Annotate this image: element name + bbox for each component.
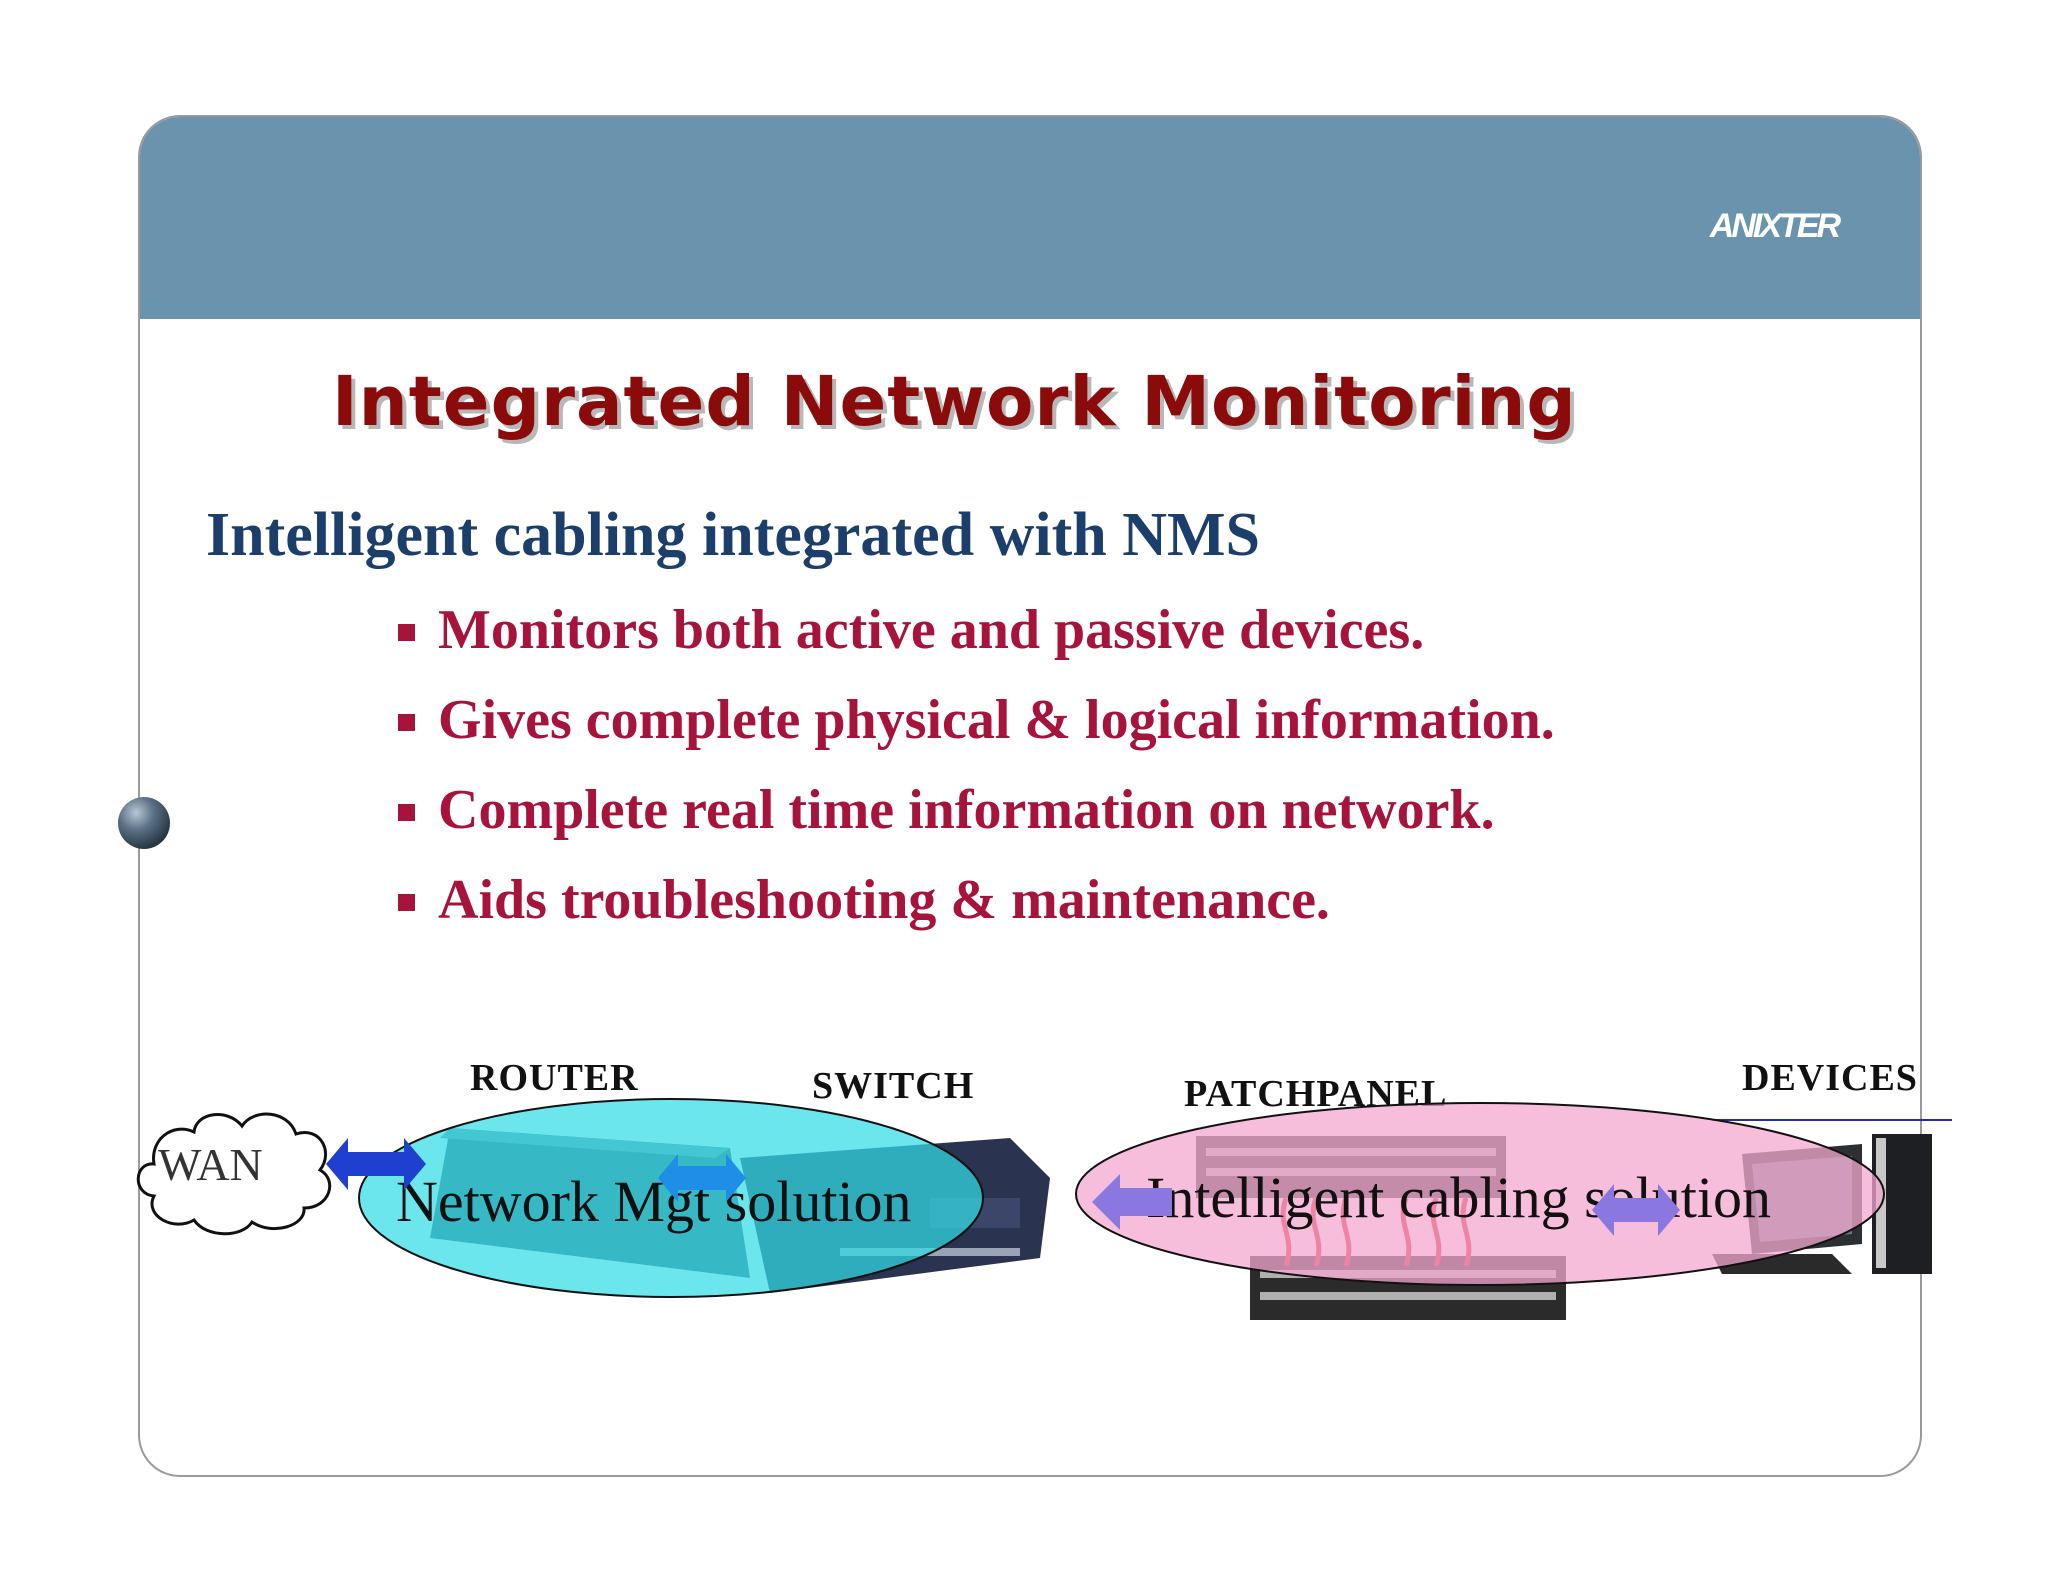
- anixter-logo: ANIXTER: [1709, 207, 1841, 245]
- nms-solution-label: Network Mgt solution: [396, 1169, 912, 1234]
- slide-title: Integrated Network Monitoring: [332, 362, 1577, 442]
- nms-ellipse: [358, 1098, 984, 1298]
- panel-devices-arrow-icon: [1592, 1184, 1680, 1236]
- bullet-text: Gives complete physical & logical inform…: [438, 689, 1555, 751]
- square-bullet-icon: [398, 714, 415, 731]
- bullet-text: Complete real time information on networ…: [438, 779, 1495, 841]
- devices-label: DEVICES: [1742, 1057, 1918, 1099]
- switch-panel-arrow-icon: [1092, 1174, 1172, 1230]
- switch-label: SWITCH: [812, 1065, 975, 1107]
- bullet-text: Monitors both active and passive devices…: [438, 599, 1425, 661]
- slide-subtitle: Intelligent cabling integrated with NMS: [206, 501, 1260, 569]
- router-switch-arrow-icon: [658, 1154, 746, 1202]
- square-bullet-icon: [398, 894, 415, 911]
- square-bullet-icon: [398, 624, 415, 641]
- globe-icon: [118, 797, 170, 849]
- header-band: ANIXTER: [140, 117, 1920, 319]
- wan-cloud-icon: [136, 1112, 332, 1236]
- bullet-text: Aids troubleshooting & maintenance.: [438, 869, 1330, 931]
- wan-label: WAN: [158, 1139, 263, 1190]
- square-bullet-icon: [398, 804, 415, 821]
- cabling-ellipse: [1075, 1102, 1885, 1286]
- wan-router-arrow-icon: [326, 1138, 426, 1190]
- router-label: ROUTER: [470, 1057, 639, 1099]
